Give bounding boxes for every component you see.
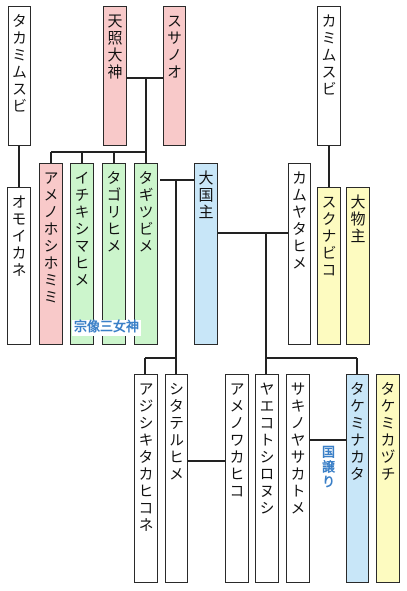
- name-takemikazuchi: タケミカヅチ: [378, 381, 397, 483]
- person-sukunabikona: スクナビコ: [317, 187, 341, 345]
- person-okuninushi: 大国主: [194, 163, 218, 345]
- name-okuninushi: 大国主: [196, 170, 215, 221]
- person-yaekotoshironushi: ヤエコトシロヌシ: [255, 374, 279, 583]
- person-takamimusubi: タカミムスビ: [8, 6, 31, 146]
- person-ajisukitakahikone: アジシキタカヒコネ: [134, 374, 158, 583]
- name-tagitsuhime: タギツビメ: [136, 170, 155, 255]
- name-omoikane: オモイカネ: [9, 194, 28, 279]
- name-susanoo: スサノオ: [165, 13, 183, 81]
- person-kamuyatahime: カムヤタヒメ: [288, 163, 311, 345]
- person-omoikane: オモイカネ: [7, 187, 31, 345]
- name-shitaterhime: シタテルヒメ: [167, 381, 185, 483]
- person-amenowakahiko: アメノワカヒコ: [225, 374, 249, 583]
- person-amenooshihomimi: アメノホシホミミ: [39, 163, 63, 345]
- name-amenowakahiko: アメノワカヒコ: [227, 381, 246, 500]
- name-sukunabikona: スクナビコ: [319, 194, 338, 279]
- person-sakinoyasakatome: サキノヤサカトメ: [286, 374, 310, 583]
- name-omononushi: 大物主: [348, 194, 367, 245]
- name-ajisukitakahikone: アジシキタカヒコネ: [136, 381, 155, 534]
- name-takeminakata: タケミナカタ: [348, 381, 366, 483]
- name-yaekotoshironushi: ヤエコトシロヌシ: [257, 381, 276, 517]
- label-munakata-sanjoshin: 宗像三女神: [72, 320, 142, 336]
- person-tagorihime: タゴリヒメ: [102, 163, 126, 345]
- name-kamuyatahime: カムヤタヒメ: [290, 170, 308, 272]
- person-takeminakata: タケミナカタ: [346, 374, 369, 583]
- name-amaterasu: 天照大神: [105, 13, 124, 81]
- person-tagitsuhime: タギツビメ: [134, 163, 158, 345]
- name-tagorihime: タゴリヒメ: [104, 170, 123, 255]
- person-amaterasu: 天照大神: [103, 6, 127, 146]
- name-amenooshihomimi: アメノホシホミミ: [41, 170, 60, 306]
- name-sakinoyasakatome: サキノヤサカトメ: [288, 381, 307, 517]
- person-takemikazuchi: タケミカヅチ: [376, 374, 400, 583]
- person-kamimusubi: カミムスビ: [317, 6, 341, 146]
- person-susanoo: スサノオ: [163, 6, 186, 146]
- label-kuniyuzuri: 国譲り: [317, 442, 335, 493]
- name-takamimusubi: タカミムスビ: [10, 13, 28, 115]
- name-ichikishimahime: イチキシマヒメ: [72, 170, 91, 289]
- person-omononushi: 大物主: [346, 187, 370, 345]
- person-ichikishimahime: イチキシマヒメ: [70, 163, 94, 345]
- person-shitaterhime: シタテルヒメ: [165, 374, 188, 583]
- name-kamimusubi: カミムスビ: [319, 13, 338, 98]
